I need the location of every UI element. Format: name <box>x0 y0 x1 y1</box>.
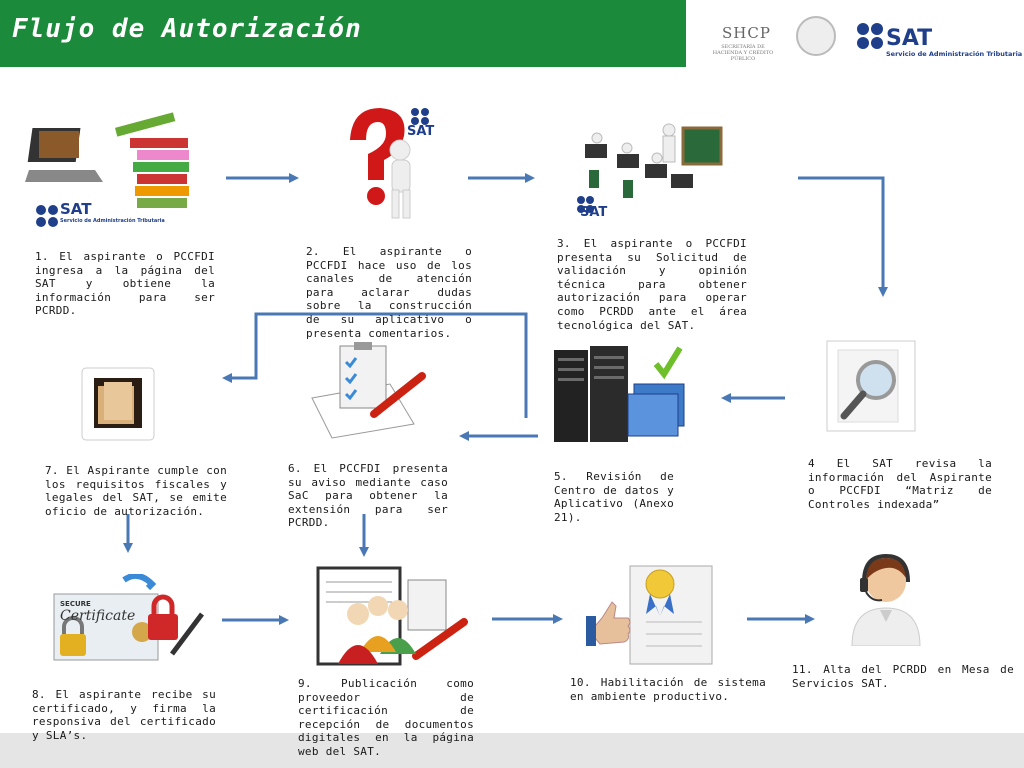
step-11-text: 11. Alta del PCRDD en Mesa de Servicios … <box>792 663 1014 690</box>
step-9-text: 9. Publicación como proveedor de certifi… <box>298 677 474 758</box>
users-document-icon <box>316 566 468 666</box>
certificate-secure-label: SECURE <box>60 600 91 608</box>
shcp-subtitle: SECRETARÍA DE HACIENDA Y CRÉDITO PÚBLICO <box>712 44 774 62</box>
step-7-text: 7. El Aspirante cumple con los requisito… <box>45 464 227 518</box>
support-agent-icon <box>851 553 921 646</box>
step-8-text: 8. El aspirante recibe su certificado, y… <box>32 688 216 742</box>
page-title: Flujo de Autorización <box>12 14 362 44</box>
arrow-6-7 <box>222 312 528 418</box>
sat-logo-subtitle: Servicio de Administración Tributaria <box>886 50 1023 58</box>
step-6-text: 6. El PCCFDI presenta su aviso mediante … <box>288 462 448 530</box>
clipboard-pen-icon <box>311 342 426 439</box>
server-icon <box>554 346 685 442</box>
shcp-logo: SHCP <box>722 24 771 42</box>
sat-logo: SAT <box>886 26 933 51</box>
logo-area: SHCP SECRETARÍA DE HACIENDA Y CRÉDITO PÚ… <box>686 0 1024 67</box>
step-5-text: 5. Revisión de Centro de datos y Aplicat… <box>554 470 674 524</box>
sat-logo-step3: SAT <box>580 205 608 220</box>
mexico-seal-icon <box>796 16 836 56</box>
classroom-icon <box>577 123 723 213</box>
magnifier-icon <box>826 340 916 432</box>
folder-icon <box>81 367 155 441</box>
thumbs-up-diploma-icon <box>586 565 713 665</box>
sat-sub-step1: Servicio de Administración Tributaria <box>60 218 165 224</box>
step-3-text: 3. El aspirante o PCCFDI presenta su Sol… <box>557 237 747 332</box>
step-10-text: 10. Habilitación de sistema en ambiente … <box>570 676 766 703</box>
step-2-text: 2. El aspirante o PCCFDI hace uso de los… <box>306 245 472 340</box>
question-figure-icon <box>350 108 429 219</box>
step-1-text: 1. El aspirante o PCCFDI ingresa a la pá… <box>35 250 215 318</box>
step-4-text: 4 El SAT revisa la información del Aspir… <box>808 457 992 511</box>
certificate-lock-icon <box>53 574 204 661</box>
arrow-3-4 <box>798 176 888 297</box>
sat-logo-step1: SAT <box>60 200 92 218</box>
sat-logo-step2: SAT <box>407 124 435 139</box>
laptop-books-icon <box>25 112 189 227</box>
sat-dots-icon <box>857 23 883 49</box>
certificate-title-label: Certificate <box>60 608 136 624</box>
header-bar: Flujo de Autorización <box>0 0 686 67</box>
footer-band <box>0 733 1024 768</box>
